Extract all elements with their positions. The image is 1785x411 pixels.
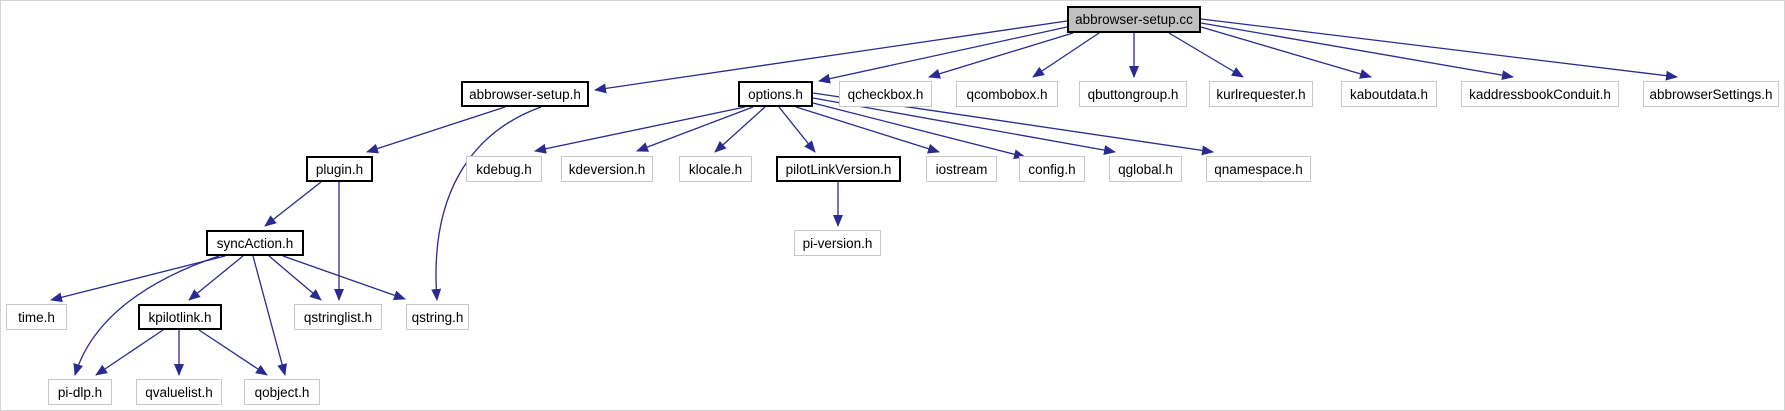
- node-kurlrequester-h: kurlrequester.h: [1209, 81, 1313, 107]
- node-label: kaboutdata.h: [1349, 86, 1429, 102]
- node-qcheckbox-h: qcheckbox.h: [839, 81, 932, 107]
- edge-syncAction-h-to-kpilotlink-h: [188, 255, 244, 301]
- node-label: syncAction.h: [216, 235, 294, 251]
- node-klocale-h: klocale.h: [679, 156, 752, 182]
- edge-abbrowser-setup-h-to-plugin-h: [366, 106, 506, 154]
- node-label: qbuttongroup.h: [1087, 86, 1179, 102]
- edge-options-h-to-iostream: [795, 106, 940, 154]
- edge-abbrowser-setup-cc-to-qcombobox-h: [1032, 32, 1100, 78]
- node-pi-version-h: pi-version.h: [794, 230, 881, 256]
- edge-options-h-to-kdebug-h: [534, 106, 746, 154]
- node-abbrowser-setup-cc: abbrowser-setup.cc: [1067, 6, 1201, 33]
- edge-abbrowser-setup-cc-to-options-h: [818, 26, 1068, 84]
- node-kdebug-h: kdebug.h: [466, 156, 542, 182]
- edge-options-h-to-qglobal-h: [812, 97, 1116, 155]
- node-label: qcheckbox.h: [847, 86, 924, 102]
- edge-abbrowser-setup-cc-to-kurlrequester-h: [1168, 32, 1244, 78]
- node-qcombobox-h: qcombobox.h: [956, 81, 1058, 107]
- node-kdeversion-h: kdeversion.h: [561, 156, 653, 182]
- node-qbuttongroup-h: qbuttongroup.h: [1079, 81, 1187, 107]
- node-options-h[interactable]: options.h: [738, 81, 813, 107]
- node-plugin-h[interactable]: plugin.h: [306, 156, 373, 182]
- node-iostream: iostream: [926, 156, 997, 182]
- edge-kpilotlink-h-to-pi-dlp-h: [95, 329, 164, 376]
- node-qvaluelist-h: qvaluelist.h: [136, 379, 222, 405]
- edge-options-h-to-config-h: [812, 102, 1026, 160]
- node-label: qglobal.h: [1118, 161, 1173, 177]
- edge-syncAction-h-to-qstring-h: [282, 255, 406, 301]
- node-label: config.h: [1028, 161, 1076, 177]
- edge-abbrowser-setup-cc-to-kaboutdata-h: [1200, 26, 1372, 79]
- node-label: plugin.h: [315, 161, 364, 177]
- node-time-h: time.h: [6, 304, 67, 330]
- node-kaboutdata-h: kaboutdata.h: [1341, 81, 1437, 107]
- node-label: qstringlist.h: [303, 309, 373, 325]
- node-abbrowser-setup-h[interactable]: abbrowser-setup.h: [461, 81, 589, 107]
- node-kpilotlink-h[interactable]: kpilotlink.h: [138, 304, 222, 330]
- node-label: options.h: [748, 86, 803, 102]
- node-label: pilotLinkVersion.h: [785, 161, 892, 177]
- node-label: qobject.h: [254, 384, 310, 400]
- node-pilotLinkVersion-h[interactable]: pilotLinkVersion.h: [776, 156, 901, 182]
- node-label: klocale.h: [688, 161, 743, 177]
- node-label: pi-version.h: [802, 235, 873, 251]
- edge-abbrowser-setup-h-to-qstring-h: [431, 106, 542, 301]
- node-qstringlist-h: qstringlist.h: [294, 304, 382, 330]
- edge-abbrowser-setup-cc-to-abbrowser-setup-h: [594, 20, 1068, 94]
- node-label: kaddressbookConduit.h: [1469, 86, 1611, 102]
- edge-syncAction-h-to-qobject-h: [252, 255, 287, 376]
- node-label: abbrowser-setup.cc: [1075, 12, 1193, 27]
- node-label: qnamespace.h: [1214, 161, 1303, 177]
- node-label: qcombobox.h: [966, 86, 1048, 102]
- node-label: kurlrequester.h: [1216, 86, 1306, 102]
- edge-syncAction-h-to-qstringlist-h: [268, 255, 322, 301]
- edge-syncAction-h-to-pi-dlp-h: [73, 255, 220, 376]
- node-label: abbrowserSettings.h: [1649, 86, 1773, 102]
- edge-group: [50, 18, 1678, 376]
- node-pi-dlp-h: pi-dlp.h: [48, 379, 112, 405]
- node-abbrowserSettings-h: abbrowserSettings.h: [1643, 81, 1779, 107]
- node-qstring-h: qstring.h: [406, 304, 469, 330]
- node-qglobal-h: qglobal.h: [1109, 156, 1182, 182]
- edge-kpilotlink-h-to-qobject-h: [198, 329, 268, 376]
- node-label: abbrowser-setup.h: [469, 86, 581, 102]
- node-qobject-h: qobject.h: [244, 379, 320, 405]
- edge-syncAction-h-to-time-h: [50, 255, 226, 303]
- edge-abbrowser-setup-cc-to-kaddressbookConduit-h: [1200, 22, 1514, 81]
- node-label: iostream: [935, 161, 988, 177]
- edge-abbrowser-setup-cc-to-abbrowserSettings-h: [1200, 18, 1678, 81]
- node-label: time.h: [18, 309, 55, 325]
- edge-plugin-h-to-syncAction-h: [264, 181, 322, 227]
- node-label: pi-dlp.h: [57, 384, 103, 400]
- node-qnamespace-h: qnamespace.h: [1206, 156, 1311, 182]
- edge-options-h-to-kdeversion-h: [636, 106, 754, 152]
- node-label: qvaluelist.h: [145, 384, 213, 400]
- edge-abbrowser-setup-cc-to-qcheckbox-h: [928, 32, 1074, 79]
- node-kaddressbookConduit-h: kaddressbookConduit.h: [1461, 81, 1619, 107]
- node-label: kdebug.h: [476, 161, 532, 177]
- node-label: kpilotlink.h: [148, 309, 212, 325]
- node-label: kdeversion.h: [568, 161, 646, 177]
- node-syncAction-h[interactable]: syncAction.h: [206, 230, 304, 256]
- edge-options-h-to-klocale-h: [714, 106, 766, 153]
- node-config-h: config.h: [1019, 156, 1085, 182]
- node-label: qstring.h: [411, 309, 464, 325]
- edge-options-h-to-pilotLinkVersion-h: [778, 106, 816, 153]
